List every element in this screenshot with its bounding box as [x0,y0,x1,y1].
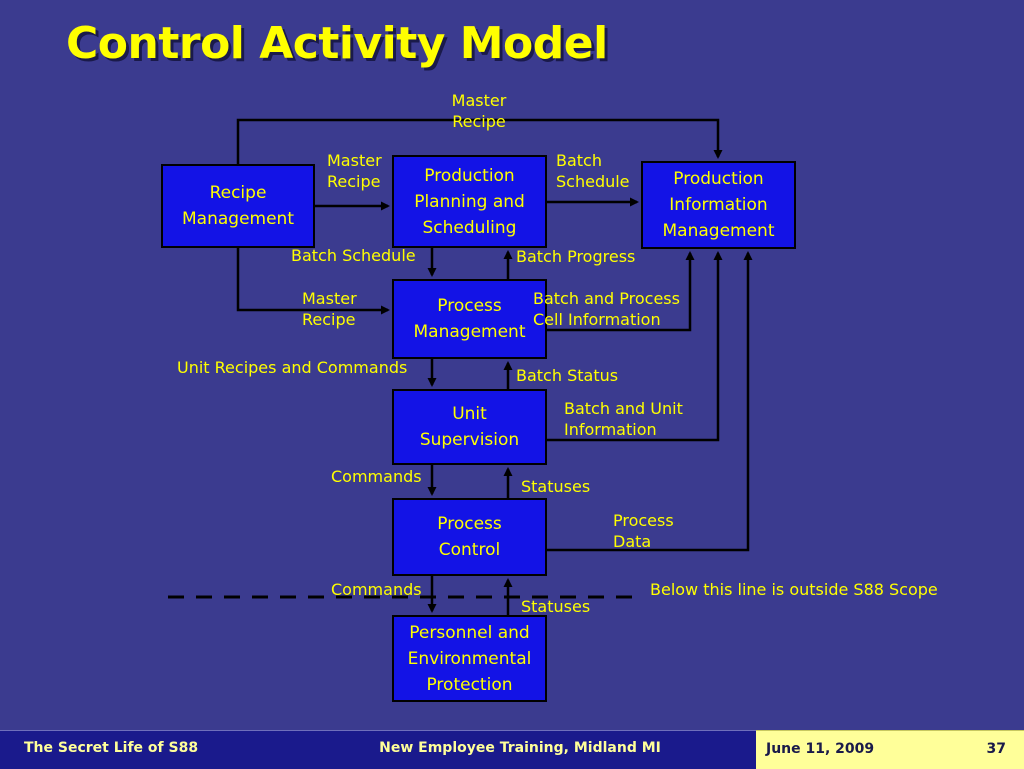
slide-footer: June 11, 2009 37 The Secret Life of S88 … [0,730,1024,769]
node-process-control[interactable]: Process Control [392,498,547,576]
label-process-data: Process Data [613,511,674,551]
footer-deck-title: The Secret Life of S88 [24,740,199,756]
node-process-management[interactable]: Process Management [392,279,547,359]
node-unit-supervision[interactable]: Unit Supervision [392,389,547,465]
label-batch-status: Batch Status [516,366,619,385]
node-production-planning-and-scheduling[interactable]: Production Planning and Scheduling [392,155,547,248]
node-production-information-management[interactable]: Production Information Management [641,161,796,249]
label-below-line-outside-s88-scope: Below this line is outside S88 Scope [650,580,938,599]
diagram-connectors [168,118,753,615]
footer-page-number: 37 [986,741,1006,757]
label-batch-and-process-cell-information: Batch and Process Cell Information [533,289,680,329]
label-master-recipe-mid: Master Recipe [302,289,357,329]
label-commands-to-personnel: Commands [331,580,422,599]
label-batch-progress: Batch Progress [516,247,636,266]
label-master-recipe-left: Master Recipe [327,151,382,191]
label-batch-and-unit-information: Batch and Unit Information [564,399,683,439]
label-batch-schedule-top: Batch Schedule [556,151,630,191]
label-unit-recipes-and-commands: Unit Recipes and Commands [177,358,408,377]
page-title: Control Activity Model [66,18,608,69]
node-personnel-and-environmental-protection[interactable]: Personnel and Environmental Protection [392,615,547,702]
footer-date: June 11, 2009 [766,741,875,757]
label-statuses-process-control-to-unit: Statuses [521,477,591,496]
label-batch-schedule-mid: Batch Schedule [291,246,416,265]
label-master-recipe-top: Master Recipe [451,91,507,131]
control-activity-diagram: Recipe Management Production Planning an… [161,91,938,702]
footer-left-band [0,730,756,769]
footer-right-band: June 11, 2009 37 [756,730,1024,769]
node-recipe-management[interactable]: Recipe Management [161,164,315,248]
label-commands-unit-to-process-control: Commands [331,467,422,486]
label-statuses-from-personnel: Statuses [521,597,591,616]
footer-center-text: New Employee Training, Midland MI [379,740,661,756]
